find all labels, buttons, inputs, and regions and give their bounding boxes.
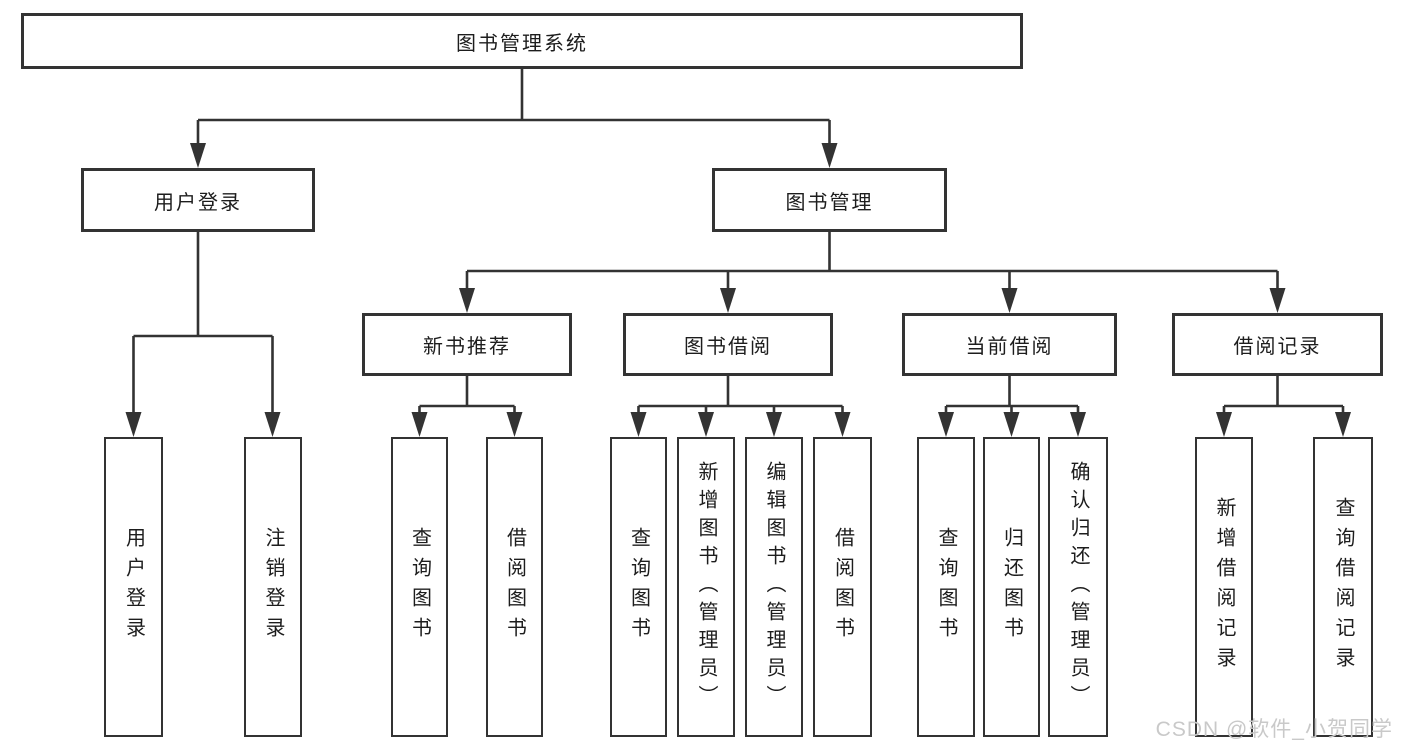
node-book-borrow: 图书借阅 (623, 313, 833, 376)
leaf-edit-book-admin: 编辑图书（管理员） (745, 437, 803, 737)
csdn-watermark: CSDN @软件_小贺同学 (1155, 718, 1393, 741)
leaf-edit-book-admin-label: 编辑图书（管理员） (763, 461, 785, 713)
leaf-add-book-admin-label: 新增图书（管理员） (695, 461, 717, 713)
leaf-add-borrow-record: 新增借阅记录 (1195, 437, 1253, 737)
leaf-return-book-label: 归还图书 (1000, 527, 1023, 647)
node-current-borrow: 当前借阅 (902, 313, 1117, 376)
leaf-confirm-return-admin: 确认归还（管理员） (1048, 437, 1108, 737)
leaf-borrow-book-2: 借阅图书 (813, 437, 872, 737)
leaf-borrow-book-1: 借阅图书 (486, 437, 543, 737)
leaf-user-login: 用户登录 (104, 437, 163, 737)
arrowheads (125, 143, 1351, 437)
leaf-add-book-admin: 新增图书（管理员） (677, 437, 735, 737)
node-borrow-records: 借阅记录 (1172, 313, 1383, 376)
connector-paths (132, 69, 1345, 419)
leaf-borrow-book-2-label: 借阅图书 (831, 527, 854, 647)
leaf-query-book-1: 查询图书 (391, 437, 448, 737)
leaf-query-borrow-record-label: 查询借阅记录 (1332, 497, 1354, 677)
leaf-logout-label: 注销登录 (262, 527, 284, 647)
leaf-user-login-label: 用户登录 (122, 527, 145, 647)
leaf-query-book-2-label: 查询图书 (627, 527, 650, 647)
node-new-book-recommend: 新书推荐 (362, 313, 572, 376)
leaf-add-borrow-record-label: 新增借阅记录 (1213, 497, 1235, 677)
leaf-confirm-return-admin-label: 确认归还（管理员） (1067, 461, 1089, 713)
leaf-return-book: 归还图书 (983, 437, 1040, 737)
leaf-query-book-3-label: 查询图书 (935, 527, 957, 647)
leaf-query-book-1-label: 查询图书 (408, 527, 431, 647)
leaf-query-book-2: 查询图书 (610, 437, 667, 737)
leaf-query-book-3: 查询图书 (917, 437, 975, 737)
node-book-management: 图书管理 (712, 168, 947, 232)
leaf-logout: 注销登录 (244, 437, 302, 737)
leaf-query-borrow-record: 查询借阅记录 (1313, 437, 1373, 737)
leaf-borrow-book-1-label: 借阅图书 (503, 527, 526, 647)
node-user-login: 用户登录 (81, 168, 315, 232)
node-root: 图书管理系统 (21, 13, 1023, 69)
